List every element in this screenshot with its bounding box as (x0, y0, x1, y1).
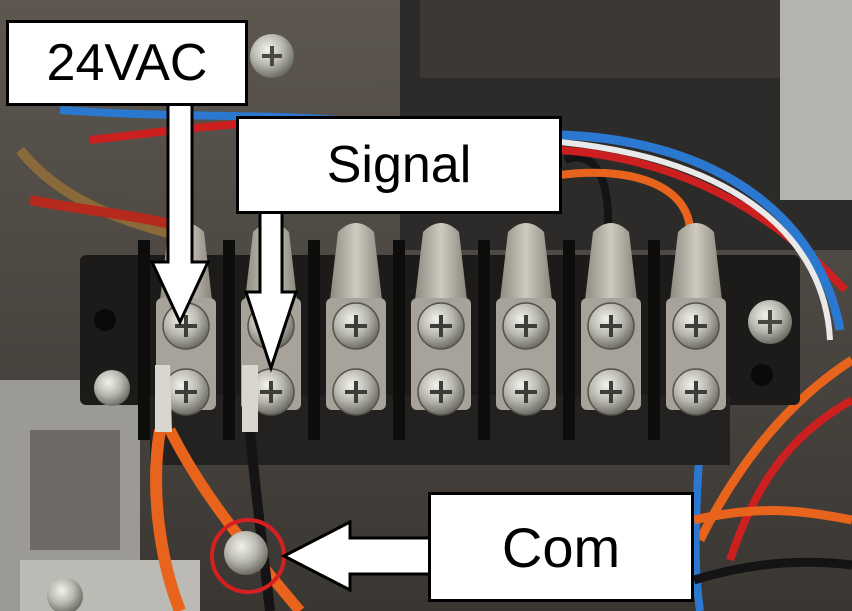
screw-slot (430, 381, 452, 403)
mount-screw-left (94, 370, 130, 406)
arrow-24vac (149, 102, 211, 326)
enclosure-right (780, 0, 852, 200)
terminal-tab (670, 223, 722, 300)
terminal-separator (308, 240, 320, 440)
screw-slot (685, 381, 707, 403)
screw-slot (260, 381, 282, 403)
mount-hole-right (751, 364, 773, 386)
terminal-separator (563, 240, 575, 440)
arrow-com (280, 519, 432, 593)
terminal-separator (223, 240, 235, 440)
wire-orange-lower-right (695, 356, 852, 543)
terminal-4 (393, 223, 471, 440)
top-screw-slot (262, 46, 282, 66)
wire-red-lower-right (726, 396, 852, 562)
terminal-tab (585, 223, 637, 300)
screw-slot (515, 315, 537, 337)
terminal-separator (648, 240, 660, 440)
terminal-separator (138, 240, 150, 440)
screw-slot (345, 381, 367, 403)
wire-orange-right (559, 168, 694, 233)
mount-hole-left (94, 309, 116, 331)
screw-slot (175, 315, 197, 337)
terminal-tab (500, 223, 552, 300)
label-signal: Signal (236, 116, 562, 214)
wire-orange-bottom-right (693, 506, 852, 525)
terminal-7 (648, 223, 726, 440)
screw-slot (600, 381, 622, 403)
com-screw (224, 531, 268, 575)
screw-slot (430, 315, 452, 337)
enclosure-left-shadow (30, 430, 120, 550)
ring-lug-left (155, 365, 172, 432)
terminal-tab (330, 223, 382, 300)
terminal-5 (478, 223, 556, 440)
wire-orange-to-com (165, 427, 305, 611)
screw-slot (175, 381, 197, 403)
terminal-separator (478, 240, 490, 440)
mount-screw-right-slot (758, 310, 782, 334)
screw-slot (600, 315, 622, 337)
wire-orange-bottom-left (150, 429, 186, 611)
arrow-signal (243, 210, 299, 373)
label-24vac: 24VAC (6, 20, 248, 106)
screw-slot (685, 315, 707, 337)
terminal-tab (415, 223, 467, 300)
label-com: Com (428, 492, 694, 602)
ring-lug-signal (242, 365, 258, 432)
screw-slot (345, 315, 367, 337)
wire-black-bottom-right (692, 557, 852, 585)
wire-blue-right (559, 130, 845, 331)
terminal-3 (308, 223, 386, 440)
terminal-separator (393, 240, 405, 440)
wire-white-right (559, 139, 833, 341)
bottom-screw (47, 578, 83, 611)
transformer-top (420, 0, 820, 78)
screw-slot (515, 381, 537, 403)
terminal-6 (563, 223, 641, 440)
